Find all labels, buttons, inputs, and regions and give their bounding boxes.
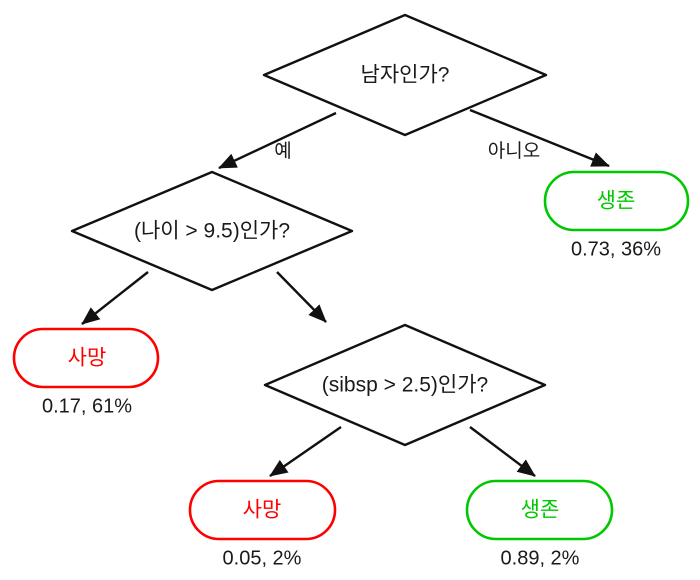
decision-node-sibsp[interactable]: (sibsp > 2.5)인가?	[263, 323, 547, 447]
leaf-shape-survived-bottom	[465, 479, 614, 541]
diamond-shape-age	[70, 170, 354, 292]
decision-node-age-label: (나이 > 9.5)인가?	[134, 220, 290, 243]
leaf-shape-died-bottom	[188, 479, 337, 541]
decision-node-age[interactable]: (나이 > 9.5)인가?	[70, 170, 354, 292]
edge-group	[81, 108, 610, 477]
leaf-shape-survived-top	[543, 170, 690, 232]
leaf-node-survived-top-label: 생존	[597, 190, 636, 213]
edge-label-yes: 예	[274, 140, 291, 162]
leaf-node-died-left[interactable]: 사망	[12, 327, 160, 389]
diamond-shape-sibsp	[263, 323, 547, 447]
leaf-node-died-bottom-label: 사망	[243, 499, 282, 522]
decision-node-root-label: 남자인가?	[361, 64, 450, 87]
edge-root-to-survived-top	[469, 108, 610, 168]
leaf-caption-died-left: 0.17, 61%	[42, 395, 132, 417]
decision-node-root[interactable]: 남자인가?	[262, 13, 548, 137]
leaf-caption-survived-bottom: 0.89, 2%	[501, 547, 580, 569]
leaf-node-died-left-label: 사망	[68, 347, 107, 370]
edge-root-to-age	[218, 111, 337, 170]
edge-sibsp-to-survived-bottom	[469, 426, 536, 477]
leaf-caption-survived-top: 0.73, 36%	[571, 238, 661, 260]
leaf-shape-died-left	[12, 327, 160, 389]
leaf-node-died-bottom[interactable]: 사망	[188, 479, 337, 541]
edge-sibsp-to-died-bottom	[269, 426, 342, 477]
edge-age-to-died-left	[81, 271, 149, 325]
diamond-shape-root	[262, 13, 548, 137]
leaf-caption-died-bottom: 0.05, 2%	[223, 547, 302, 569]
decision-node-sibsp-label: (sibsp > 2.5)인가?	[322, 374, 488, 397]
edge-label-no: 아니오	[488, 140, 540, 162]
leaf-node-survived-top[interactable]: 생존	[543, 170, 690, 232]
leaf-node-survived-bottom[interactable]: 생존	[465, 479, 614, 541]
edge-age-to-sibsp	[276, 271, 327, 323]
leaf-node-survived-bottom-label: 생존	[521, 499, 560, 522]
